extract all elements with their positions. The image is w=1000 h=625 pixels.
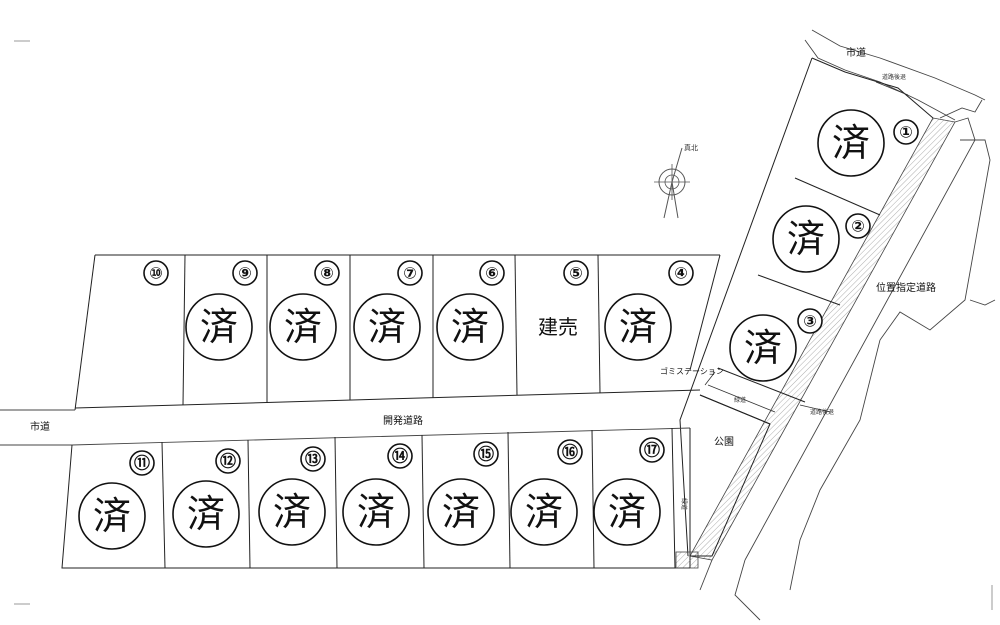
lot-1-number: ① <box>899 123 913 142</box>
compass-icon <box>654 147 690 219</box>
footpath-label-a: 緑道 <box>734 396 746 404</box>
lot-5-status: 建売 <box>538 315 578 339</box>
lot-16: 済 ⑯ <box>510 439 583 546</box>
lot-4-number: ④ <box>674 264 688 283</box>
lot-6-status: 済 <box>451 305 489 349</box>
lot-1: 済 ① <box>817 109 919 177</box>
lot-5: 建売 ⑤ <box>538 260 589 339</box>
lot-17-number: ⑰ <box>644 441 660 460</box>
lot-12-status: 済 <box>187 492 225 536</box>
lot-10: ⑩ <box>143 260 169 286</box>
lot-6-number: ⑥ <box>485 264 499 283</box>
lot-15-status: 済 <box>442 490 480 534</box>
lot-2-status: 済 <box>787 217 825 261</box>
lot-7-number: ⑦ <box>403 264 417 283</box>
lot-14-number: ⑭ <box>392 447 408 466</box>
lot-7-status: 済 <box>368 305 406 349</box>
lot-7: 済 ⑦ <box>353 260 423 361</box>
lot-14-status: 済 <box>357 490 395 534</box>
lot-17: 済 ⑰ <box>593 437 665 546</box>
lot-17-status: 済 <box>608 490 646 534</box>
lot-9-status: 済 <box>200 305 238 349</box>
compass-label: 真北 <box>684 143 698 152</box>
lot-1-status: 済 <box>832 121 870 165</box>
lot-9: 済 ⑨ <box>185 260 258 361</box>
city-road-top-label: 市道 <box>846 46 866 59</box>
lot-10-number: ⑩ <box>149 264 163 283</box>
park-label: 公園 <box>714 436 734 448</box>
lot-15: 済 ⑮ <box>427 441 499 546</box>
city-road-left-label: 市道 <box>30 420 50 433</box>
lot-16-number: ⑯ <box>562 443 578 462</box>
lot-8: 済 ⑧ <box>269 260 340 361</box>
park-area <box>690 394 771 557</box>
lot-14: 済 ⑭ <box>342 443 413 546</box>
garbage-station-label: ゴミステーション <box>660 366 724 376</box>
lot-12-number: ⑫ <box>220 452 236 471</box>
road-setback-top-label: 道路後退 <box>882 73 906 81</box>
lot-8-status: 済 <box>284 305 322 349</box>
lot-11-number: ⑪ <box>134 454 150 473</box>
lot-9-number: ⑨ <box>238 264 252 283</box>
lot-4: 済 ④ <box>604 260 694 361</box>
lot-4-status: 済 <box>619 305 657 349</box>
footpath-label-b: 緑道 <box>680 498 688 510</box>
lot-11: 済 ⑪ <box>78 450 155 550</box>
upper-row-lots <box>74 254 721 411</box>
lot-3: 済 ③ <box>729 308 823 382</box>
lot-2: 済 ② <box>772 205 871 273</box>
lot-6: 済 ⑥ <box>436 260 505 361</box>
designated-road-label: 位置指定道路 <box>876 281 936 294</box>
lot-3-number: ③ <box>803 312 817 331</box>
lot-13-number: ⑬ <box>305 450 321 469</box>
lot-8-number: ⑧ <box>320 264 334 283</box>
city-road-top-outline <box>804 29 986 121</box>
lot-11-status: 済 <box>93 494 131 538</box>
lot-13-status: 済 <box>273 490 311 534</box>
road-setback-right-label: 道路後退 <box>810 408 834 416</box>
lot-5-number: ⑤ <box>569 264 583 283</box>
designated-road <box>689 117 996 621</box>
lot-13: 済 ⑬ <box>258 446 326 546</box>
lot-15-number: ⑮ <box>478 445 494 464</box>
lot-12: 済 ⑫ <box>172 448 241 548</box>
development-road-label: 開発道路 <box>383 414 423 427</box>
lot-16-status: 済 <box>525 490 563 534</box>
lot-2-number: ② <box>851 217 865 236</box>
lot-3-status: 済 <box>744 326 782 370</box>
development-road <box>0 409 691 446</box>
